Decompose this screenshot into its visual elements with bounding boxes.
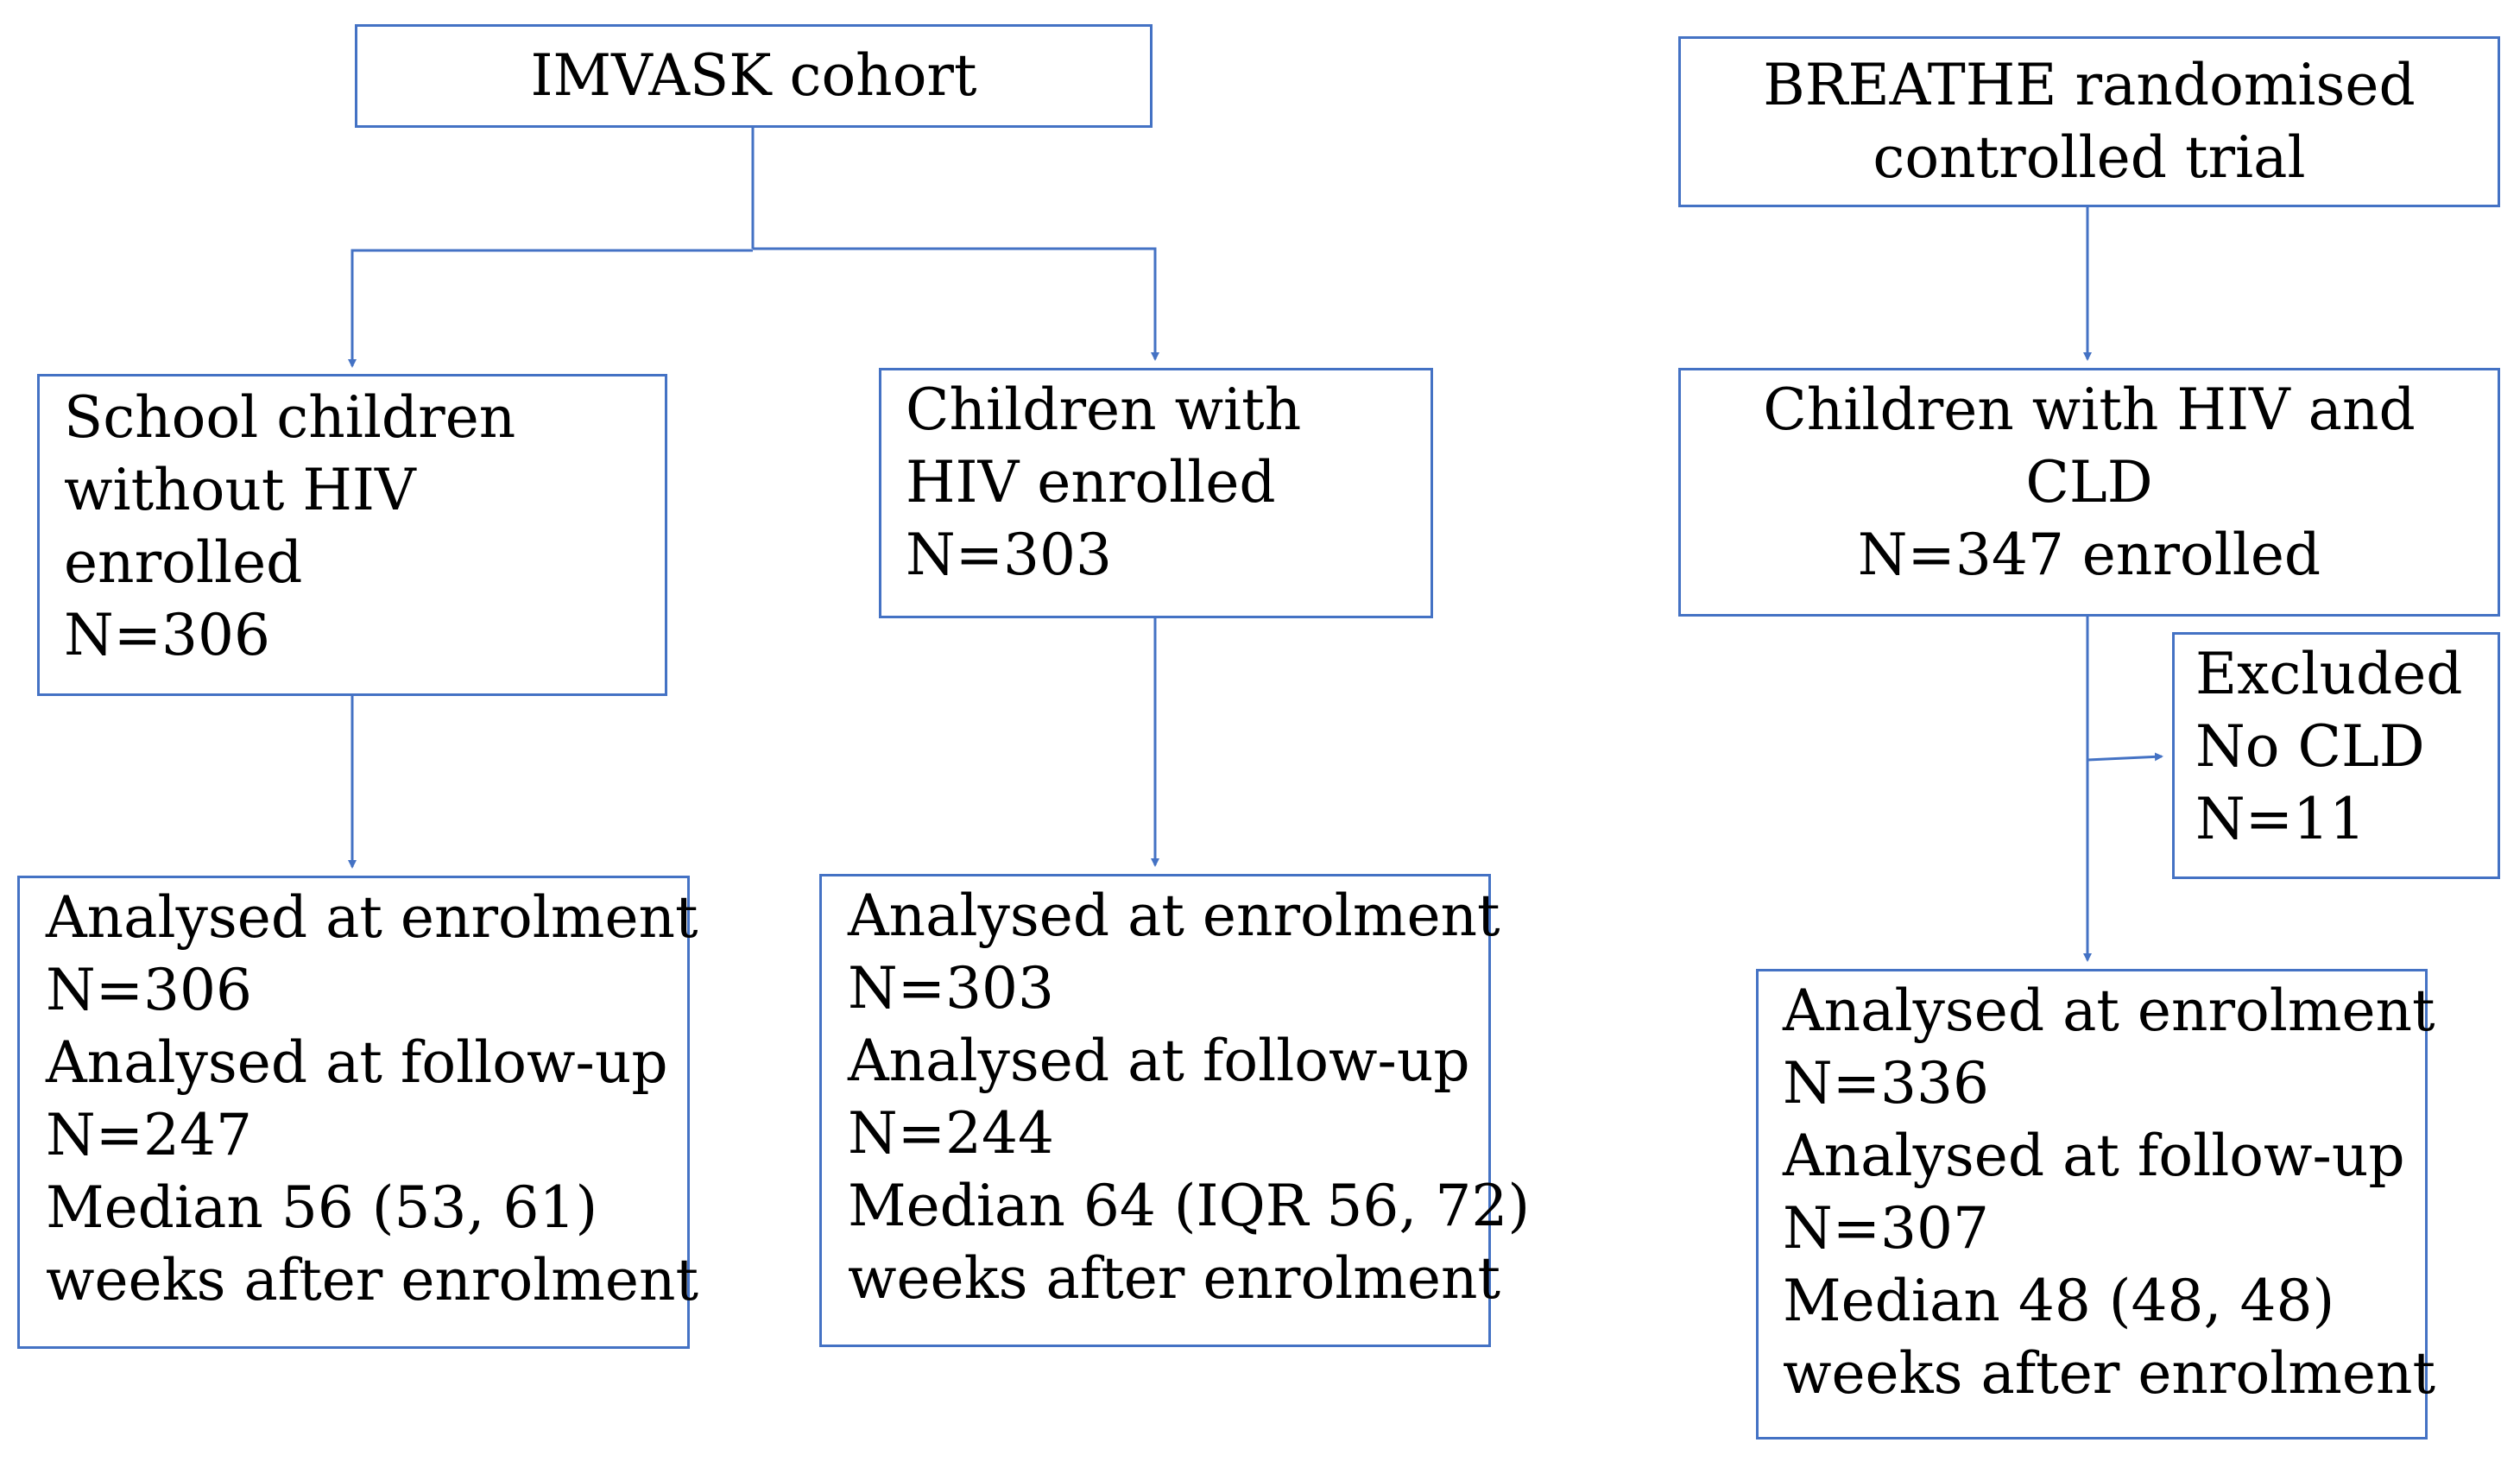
excluded-line-1: Excluded bbox=[2195, 641, 2463, 707]
breathe-analysed-line-6: weeks after enrolment bbox=[1783, 1340, 2435, 1407]
no-hiv-analysed-box: Analysed at enrolment N=306 Analysed at … bbox=[17, 876, 698, 1349]
hiv-analysed-line-5: Median 64 (IQR 56, 72) bbox=[848, 1173, 1531, 1239]
hiv-analysed-line-2: N=303 bbox=[848, 955, 1055, 1022]
breathe-analysed-line-3: Analysed at follow-up bbox=[1783, 1123, 2405, 1189]
connector-imvask-to-hiv bbox=[753, 247, 1159, 361]
hiv-enrolled-box: Children with HIV enrolled N=303 bbox=[879, 368, 1433, 618]
no-hiv-analysed-line-6: weeks after enrolment bbox=[46, 1247, 698, 1313]
breathe-title-line-2: controlled trial bbox=[1873, 124, 2306, 191]
no-hiv-analysed-line-2: N=306 bbox=[46, 957, 253, 1023]
no-hiv-enrolled-box: School children without HIV enrolled N=3… bbox=[37, 374, 667, 696]
breathe-enrolled-count: N=347 enrolled bbox=[1857, 522, 2321, 588]
breathe-title-line-1: BREATHE randomised bbox=[1763, 52, 2416, 118]
breathe-enrolled-line-2: CLD bbox=[2025, 449, 2153, 516]
breathe-trial-box: BREATHE randomised controlled trial bbox=[1678, 36, 2500, 207]
breathe-analysed-box: Analysed at enrolment N=336 Analysed at … bbox=[1756, 969, 2435, 1440]
no-hiv-analysed-line-5: Median 56 (53, 61) bbox=[46, 1174, 598, 1241]
breathe-analysed-line-1: Analysed at enrolment bbox=[1783, 978, 2435, 1044]
excluded-count: N=11 bbox=[2195, 786, 2366, 852]
excluded-line-2: No CLD bbox=[2195, 713, 2425, 780]
no-hiv-enrolled-count: N=306 bbox=[64, 602, 271, 668]
hiv-analysed-line-6: weeks after enrolment bbox=[848, 1245, 1500, 1312]
connector-imvask-to-no-hiv bbox=[348, 249, 753, 368]
imvask-cohort-box: IMVASK cohort bbox=[355, 24, 1153, 128]
hiv-enrolled-line-1: Children with bbox=[906, 376, 1302, 443]
breathe-enrolled-line-1: Children with HIV and bbox=[1763, 376, 2416, 443]
no-hiv-enrolled-line-1: School children bbox=[64, 384, 516, 451]
breathe-analysed-line-5: Median 48 (48, 48) bbox=[1783, 1268, 2335, 1334]
no-hiv-enrolled-line-2: without HIV bbox=[64, 457, 416, 523]
no-hiv-analysed-line-3: Analysed at follow-up bbox=[46, 1029, 668, 1096]
breathe-analysed-line-2: N=336 bbox=[1783, 1050, 1990, 1117]
hiv-enrolled-count: N=303 bbox=[906, 522, 1113, 588]
hiv-analysed-line-4: N=244 bbox=[848, 1100, 1055, 1167]
no-hiv-analysed-line-4: N=247 bbox=[46, 1102, 253, 1168]
hiv-analysed-box: Analysed at enrolment N=303 Analysed at … bbox=[819, 874, 1531, 1347]
breathe-enrolled-box: Children with HIV and CLD N=347 enrolled bbox=[1678, 368, 2500, 617]
excluded-box: Excluded No CLD N=11 bbox=[2172, 632, 2500, 879]
imvask-cohort-title: IMVASK cohort bbox=[530, 42, 977, 109]
connector-to-excluded bbox=[2087, 752, 2163, 762]
breathe-analysed-line-4: N=307 bbox=[1783, 1195, 1990, 1262]
hiv-analysed-line-1: Analysed at enrolment bbox=[848, 883, 1500, 949]
no-hiv-analysed-line-1: Analysed at enrolment bbox=[46, 884, 698, 951]
no-hiv-enrolled-line-3: enrolled bbox=[64, 529, 303, 596]
hiv-analysed-line-3: Analysed at follow-up bbox=[848, 1028, 1470, 1094]
hiv-enrolled-line-2: HIV enrolled bbox=[906, 449, 1276, 516]
